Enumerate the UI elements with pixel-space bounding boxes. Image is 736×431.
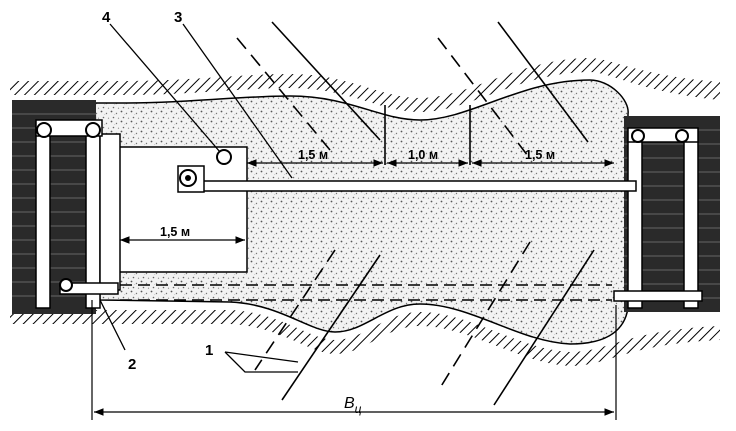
dim-label-left: 1,5 м [298,148,328,162]
section-lines [271,21,595,406]
callout-1: 1 [205,342,213,359]
floor-dashed-lines [120,284,612,301]
callout-4: 4 [102,9,111,26]
width-label-main: В [344,395,355,412]
callout-3: 3 [174,9,182,26]
callout-2: 2 [128,356,136,373]
width-label-sub: ц [355,402,362,416]
left-support [12,100,121,314]
dim-label-mid: 1,0 м [408,148,438,162]
right-support [613,116,720,312]
conveyor-beam [177,165,637,193]
dashed-section-lines [236,37,531,389]
dim-label-lower: 1,5 м [160,225,190,239]
dimension-lines [91,159,617,420]
drive-pulley [216,149,232,165]
leader-lines [99,23,299,373]
width-label: Вц [344,395,362,416]
rock-hatching [10,58,720,366]
dim-label-right: 1,5 м [525,148,555,162]
backfill-region [94,79,629,345]
